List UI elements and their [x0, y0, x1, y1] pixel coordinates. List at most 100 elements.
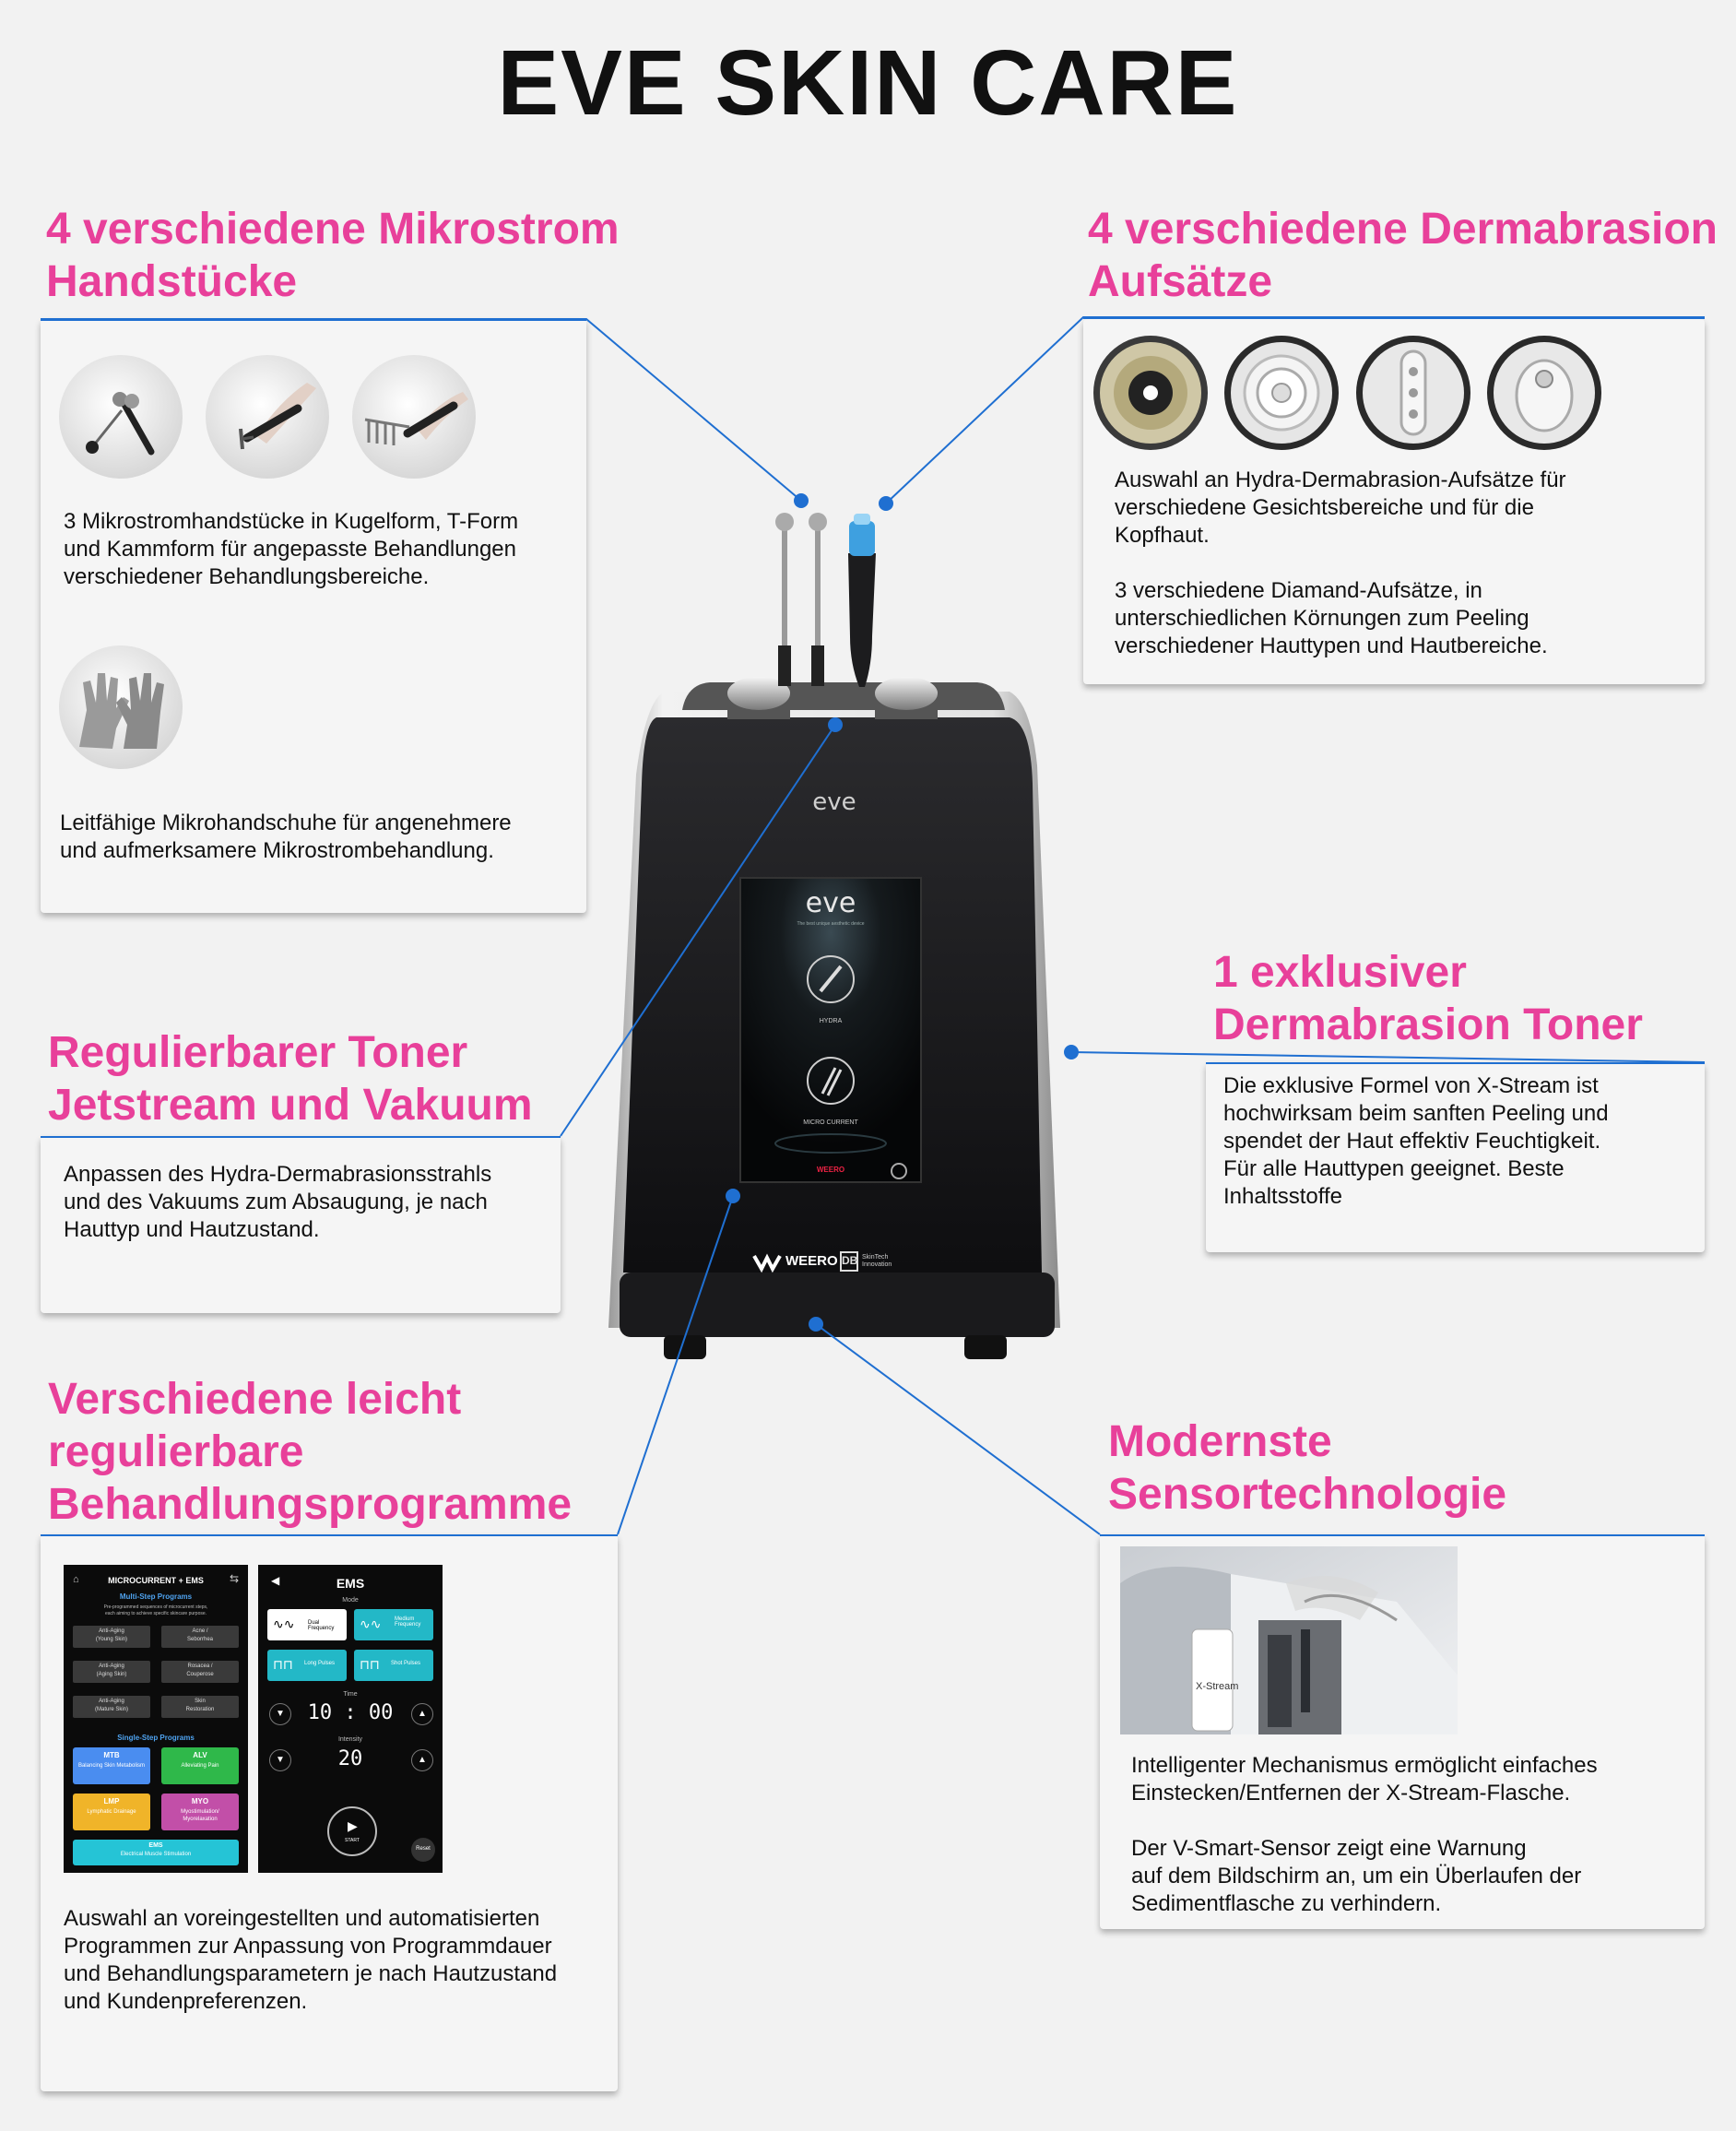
connector-sensor — [815, 1323, 1101, 1535]
card-programme-border — [41, 1534, 618, 1536]
hydra-handpiece — [848, 553, 876, 687]
connector-dot — [879, 496, 893, 511]
mode-shot-pulse-icon: ⊓⊓ — [360, 1657, 380, 1672]
program-button-label: Rosacea / — [187, 1663, 213, 1669]
gloves-icon — [59, 645, 183, 769]
screen-hydra-label: HYDRA — [819, 1018, 843, 1024]
mode-dual[interactable]: ∿∿ Dual Frequency — [267, 1609, 347, 1640]
microcurrent-screen: ⌂ MICROCURRENT + EMS ⇆ Multi-Step Progra… — [64, 1565, 248, 1873]
screen-tagline: The best unique aesthetic device — [797, 921, 865, 927]
single-program-tile[interactable]: MYO Myostimulation/ Myorelaxation — [161, 1794, 239, 1830]
single-program-label: Myostimulation/ Myorelaxation — [181, 1809, 219, 1822]
hydra-tip-icon — [1224, 336, 1339, 450]
heading-sensor: Modernste Sensortechnologie — [1108, 1417, 1507, 1519]
intensity-value: 20 — [337, 1747, 363, 1770]
start-label: START — [345, 1838, 360, 1843]
mode-dual-label: Dual Frequency — [308, 1620, 335, 1631]
program-button-label: Skin — [195, 1699, 206, 1704]
micro-mode-icon — [807, 1057, 855, 1105]
time-down-icon[interactable]: ▼ — [269, 1703, 291, 1725]
weero-logo-icon — [752, 1253, 782, 1273]
screen-weero-label: WEERO — [816, 1166, 845, 1174]
ems-tile[interactable]: EMS Electrical Muscle Stimulation — [73, 1840, 239, 1865]
mode-long[interactable]: ⊓⊓ Long Pulses — [267, 1650, 347, 1681]
single-program-code: LMP — [103, 1797, 120, 1805]
home-icon: ⌂ — [73, 1574, 79, 1585]
scalp-tip-icon — [1487, 336, 1601, 450]
program-button[interactable]: Anti-Aging(Mature Skin) — [73, 1696, 150, 1718]
program-button-label: (Young Skin) — [95, 1637, 128, 1642]
connector-exklusiv — [1070, 1051, 1706, 1063]
bottle-insert-illustration — [1120, 1546, 1458, 1734]
device-foot-right — [964, 1335, 1007, 1359]
program-button[interactable]: Rosacea /Couperose — [161, 1661, 239, 1683]
program-button-label: Acne / — [192, 1628, 208, 1634]
mode-shot[interactable]: ⊓⊓ Shot Pulses — [354, 1650, 433, 1681]
program-button-label: Seborrhea — [186, 1637, 214, 1642]
ems-tile-code: EMS — [148, 1842, 163, 1849]
hydra-tip — [849, 521, 875, 556]
screen-logo: eve — [805, 887, 856, 919]
mode-shot-label: Shot Pulses — [391, 1661, 421, 1666]
tip-1-image — [1092, 335, 1209, 451]
mode-long-label: Long Pulses — [304, 1661, 336, 1666]
single-program-code: MYO — [191, 1797, 209, 1805]
handpiece-t-image — [206, 355, 329, 479]
mode-medium-wave-icon: ∿∿ — [360, 1616, 382, 1631]
device-base — [620, 1273, 1055, 1337]
screen1-multi: Multi-Step Programs — [119, 1592, 193, 1601]
text-exklusiv: Die exklusive Formel von X-Stream ist ho… — [1223, 1073, 1609, 1209]
heading-mikrostrom: 4 verschiedene Mikrostrom Handstücke — [46, 205, 620, 306]
single-program-label: Lymphatic Drainage — [87, 1809, 136, 1815]
connector-dot — [828, 717, 843, 732]
text-mikrostrom-2: Leitfähige Mikrohandschuhe für angenehme… — [60, 811, 512, 863]
device-brand-top: eve — [812, 788, 856, 816]
connector-mikrostrom — [41, 318, 802, 502]
single-program-tile[interactable]: LMP Lymphatic Drainage — [73, 1794, 150, 1830]
time-up-icon[interactable]: ▲ — [411, 1703, 433, 1725]
connector-dermabrasion — [885, 316, 1705, 504]
card-exklusiv-border — [1206, 1062, 1705, 1064]
card-sensor-border — [1100, 1534, 1705, 1536]
start-button[interactable]: ▶ START — [327, 1806, 377, 1856]
heading-dermabrasion: 4 verschiedene Dermabrasion Aufsätze — [1088, 205, 1718, 306]
handpiece-ball-image — [59, 355, 183, 479]
intensity-down-icon[interactable]: ▼ — [269, 1749, 291, 1771]
play-icon: ▶ — [348, 1818, 358, 1833]
intensity-label: Intensity — [337, 1736, 363, 1743]
program-button-label: Anti-Aging — [99, 1628, 124, 1634]
rod-left — [782, 526, 787, 655]
program-button[interactable]: Anti-Aging(Aging Skin) — [73, 1661, 150, 1683]
intensity-up-icon[interactable]: ▲ — [411, 1749, 433, 1771]
single-program-label: Alleviating Pain — [181, 1763, 219, 1769]
screen1-desc-0: Pre-programmed sequences of microcurrent… — [103, 1604, 208, 1610]
back-icon[interactable]: ◀ — [271, 1574, 280, 1587]
connector-dot — [1064, 1045, 1079, 1060]
mode-medium-label: Medium Frequency — [395, 1616, 421, 1628]
program-button-label: Anti-Aging — [99, 1699, 124, 1704]
comb-handpiece-icon — [352, 355, 476, 479]
settings-icon — [891, 1163, 907, 1179]
brush-tip-icon — [1093, 336, 1208, 450]
text-mikrostrom-1: 3 Mikrostromhandstücke in Kugelform, T-F… — [64, 509, 519, 589]
screen-micro-label: MICRO CURRENT — [803, 1119, 858, 1126]
card-toner — [41, 1136, 561, 1313]
db-badge-icon — [840, 1251, 858, 1272]
page-title: EVE SKIN CARE — [497, 31, 1239, 135]
hydra-mode-icon — [807, 955, 855, 1003]
text-dermabrasion: Auswahl an Hydra-Dermabrasion-Aufsätze f… — [1115, 468, 1566, 658]
program-button[interactable]: Anti-Aging (Young Skin) — [73, 1626, 150, 1648]
sensor-photo: X-Stream — [1120, 1546, 1458, 1734]
device-screen — [739, 877, 922, 1183]
connector-toner — [560, 724, 836, 1137]
rod-right — [815, 526, 821, 655]
reset-button[interactable]: Reset — [411, 1838, 435, 1862]
connector-programme — [617, 1195, 734, 1535]
mode-medium[interactable]: ∿∿ Medium Frequency — [354, 1609, 433, 1640]
screen1-title: MICROCURRENT + EMS — [108, 1576, 204, 1585]
program-button[interactable]: Acne / Seborrhea — [161, 1626, 239, 1648]
device-foot-left — [664, 1335, 706, 1359]
